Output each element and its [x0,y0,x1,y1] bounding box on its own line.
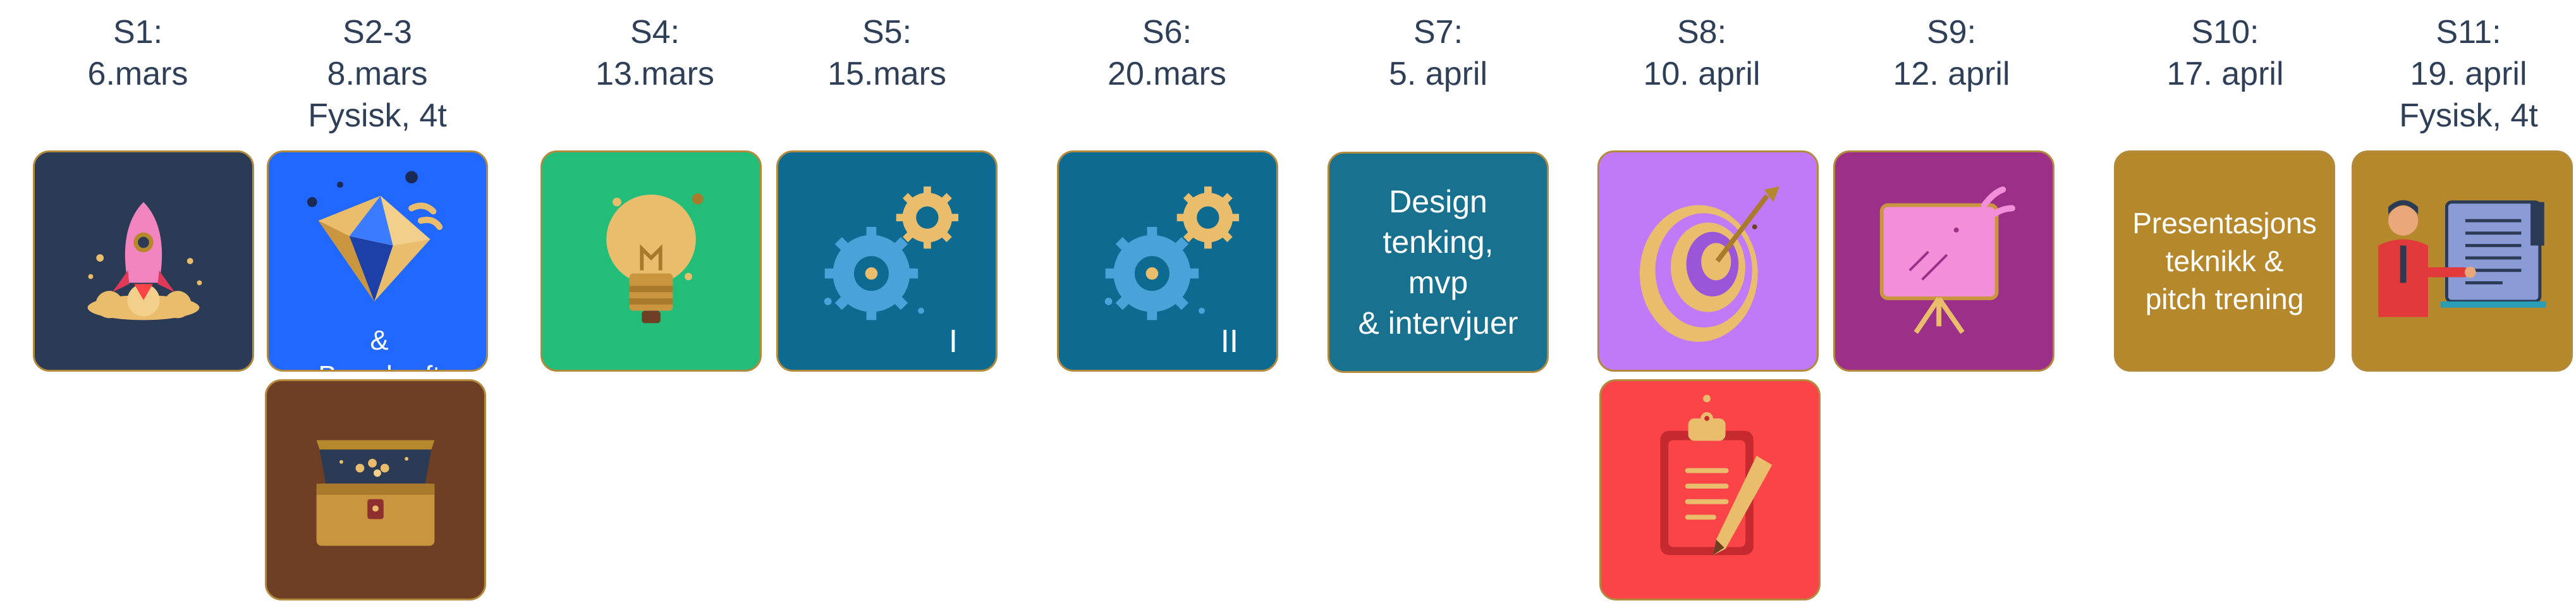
session-label-s4: S4: 13.mars [551,11,759,95]
treasure-chest-icon [316,440,435,546]
overlay-line: Bærekraft [269,358,486,370]
gears-icon [1104,186,1240,320]
session-date: 5. april [1388,56,1488,92]
session-date: 17. april [2166,56,2284,92]
tile-line: mvp [1408,265,1468,300]
session-date: 20.mars [1108,56,1226,92]
rocket-icon [87,202,202,320]
session-code: S2-3 [343,14,412,51]
lightbulb-icon [606,193,704,324]
session-code: S7: [1413,14,1463,51]
tile-line: teknikk & [2165,245,2284,277]
session-code: S4: [630,14,680,51]
tile-s8-clipboard[interactable] [1599,379,1821,600]
tile-s10-text: Presentasjons teknikk & pitch trening [2116,204,2333,318]
session-date: 13.mars [595,56,714,92]
session-code: S10: [2191,14,2259,51]
session-code: S11: [2436,14,2501,51]
tile-s6[interactable]: II [1057,150,1278,372]
session-label-s5: S5: 15.mars [783,11,991,95]
tile-s2-chest[interactable] [265,379,486,600]
session-label-s9: S9: 12. april [1847,11,2056,95]
session-date: 12. april [1893,56,2010,92]
session-date: 15.mars [827,56,946,92]
session-label-s11: S11: 19. april Fysisk, 4t [2364,11,2573,137]
tile-s4[interactable] [540,150,762,372]
session-label-s8: S8: 10. april [1597,11,1806,95]
clipboard-icon [1660,394,1773,556]
tile-s11[interactable] [2352,150,2573,372]
tile-s1[interactable] [33,150,254,372]
session-label-s1: S1: 6.mars [34,11,242,95]
session-label-s10: S10: 17. april [2121,11,2329,95]
session-label-s7: S7: 5. april [1334,11,1542,95]
session-code: S9: [1926,14,1977,51]
session-label-s2-3: S2-3 8.mars Fysisk, 4t [273,11,482,137]
tile-s2-diamond[interactable]: & Bærekraft [267,150,488,372]
presenter-icon [2378,200,2546,317]
tile-s8-target[interactable] [1597,150,1819,372]
session-date: 10. april [1643,56,1761,92]
session-code: S5: [862,14,912,51]
tile-line: tenking, [1383,224,1494,260]
target-icon [1639,186,1780,342]
presentation-board-icon [1879,186,2016,334]
session-date: 6.mars [87,56,188,92]
part-marker: I [948,324,958,360]
tile-s10[interactable]: Presentasjons teknikk & pitch trening [2114,150,2335,372]
tile-line: Design [1389,184,1487,219]
part-marker: II [1220,324,1238,360]
session-label-s6: S6: 20.mars [1063,11,1271,95]
gears-icon [824,186,959,320]
session-code: S8: [1676,14,1727,51]
session-code: S1: [113,14,163,51]
diamond-icon [307,171,443,302]
tile-line: pitch trening [2145,283,2304,315]
tile-s2-overlay: & Bærekraft [269,323,486,370]
tile-s5[interactable]: I [776,150,998,372]
tile-s7-text: Design tenking, mvp & intervjuer [1329,181,1547,343]
tile-s7[interactable]: Design tenking, mvp & intervjuer [1328,152,1549,373]
session-note: Fysisk, 4t [308,97,447,134]
session-code: S6: [1142,14,1192,51]
tile-line: Presentasjons [2132,207,2317,240]
tile-line: & intervjuer [1358,305,1518,341]
overlay-line: & [370,325,389,356]
session-date: 19. april [2410,56,2527,92]
session-date: 8.mars [327,56,428,92]
session-note: Fysisk, 4t [2399,97,2538,134]
tile-s9[interactable] [1833,150,2054,372]
